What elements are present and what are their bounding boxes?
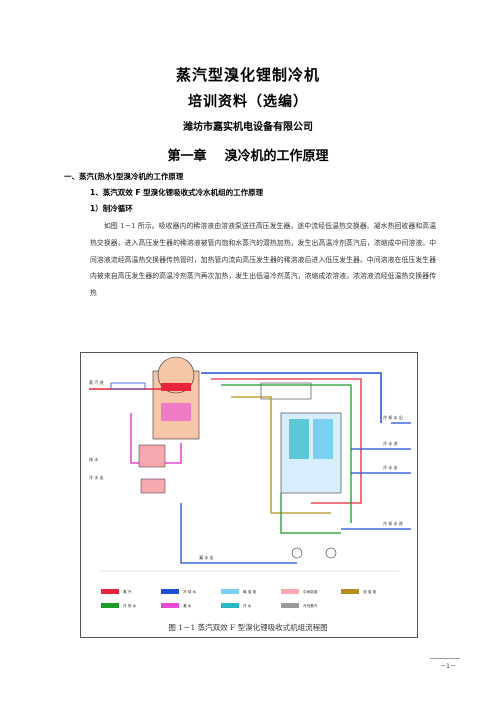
green-line xyxy=(221,384,352,523)
evaporator-tubes xyxy=(289,419,309,459)
left-label-b: 冷 水 出 xyxy=(89,474,104,480)
valve-box xyxy=(110,382,146,390)
steam-in-label: 蒸 汽 进 xyxy=(89,379,104,385)
low-pressure-generator xyxy=(260,382,312,400)
legend-swatch xyxy=(221,603,239,608)
steam-out-label: 凝 水 出 xyxy=(199,554,214,560)
chapter-heading: 第一章 溴冷机的工作原理 xyxy=(0,145,496,164)
chapter-number: 第一章 xyxy=(167,149,207,164)
legend-label: 稀 溶 液 xyxy=(243,589,256,594)
legend-label: 冷 水 xyxy=(243,603,252,608)
flow-diagram-figure: 蒸 汽 进 排 水 冷 水 出 冷 却 水 出 冷 水 进 冷 水 出 冷 却 … xyxy=(80,352,418,638)
subsubsection-heading: 1）制冷循环 xyxy=(90,204,133,213)
page-footer-rule xyxy=(430,658,460,659)
legend-label: 浓 溶 液 xyxy=(363,589,376,594)
refrigerant-pump xyxy=(325,547,337,559)
figure-caption: 图 1－1 蒸汽双效 F 型溴化锂吸收式机组流程图 xyxy=(168,623,328,632)
absorber-tubes xyxy=(313,419,333,459)
legend-label: 冷剂蒸汽 xyxy=(303,603,318,608)
body-paragraph: 如图 1－1 所示。吸收器内的稀溶液由溶液泵送往高压发生器，途中流经低温热交换器… xyxy=(90,222,436,298)
legend-label: 凝 水 xyxy=(183,603,192,608)
legend-label: 冷 剂 水 xyxy=(123,603,136,608)
cw-out-label: 冷 却 水 出 xyxy=(383,414,403,420)
cw-in-label: 冷 却 水 进 xyxy=(383,520,403,526)
legend-swatch xyxy=(161,603,179,608)
flow-diagram: 蒸 汽 进 排 水 冷 水 出 冷 却 水 出 冷 水 进 冷 水 出 冷 却 … xyxy=(89,356,411,608)
red-line xyxy=(211,378,362,504)
chw-in-label: 冷 水 进 xyxy=(383,440,398,446)
brown-line xyxy=(231,396,331,514)
legend-swatch xyxy=(281,603,299,608)
left-label-a: 排 水 xyxy=(89,456,98,462)
doc-subtitle: 培训资料（选编） xyxy=(188,94,308,110)
heat-exchanger-a xyxy=(138,444,166,468)
heat-exchanger-b xyxy=(140,478,166,494)
cooling-water-line xyxy=(201,372,382,423)
chapter-title: 溴冷机的工作原理 xyxy=(224,149,329,164)
doc-title: 蒸汽型溴化锂制冷机 xyxy=(175,66,320,84)
legend-swatch xyxy=(161,589,179,594)
legend-swatch xyxy=(101,589,119,594)
legend-label: 蒸 汽 xyxy=(123,589,132,594)
page-number: －1－ xyxy=(440,663,456,670)
legend-swatch xyxy=(221,589,239,594)
solution-coil xyxy=(161,403,191,421)
green-line-2 xyxy=(280,493,341,534)
subsection-heading: 1、蒸汽双效 F 型溴化锂吸收式冷水机组的工作原理 xyxy=(90,188,264,197)
legend-swatch xyxy=(101,603,119,608)
legend: 蒸 汽 冷 却 水 稀 溶 液 中间溶液 浓 溶 液冷 剂 水 凝 水 冷 水 冷剂蒸汽 xyxy=(101,589,376,608)
blue-lower-line xyxy=(180,503,297,564)
steam-coil xyxy=(161,383,191,391)
section-heading: 一、蒸汽(热水)型溴冷机的工作原理 xyxy=(64,172,184,181)
company-name: 潍坊市嘉实机电设备有限公司 xyxy=(183,122,313,133)
legend-swatch xyxy=(281,589,299,594)
legend-label: 冷 却 水 xyxy=(183,589,196,594)
chw-out-label: 冷 水 出 xyxy=(383,464,398,470)
legend-label: 中间溶液 xyxy=(303,589,318,594)
legend-swatch xyxy=(341,589,359,594)
solution-pump xyxy=(291,547,303,559)
